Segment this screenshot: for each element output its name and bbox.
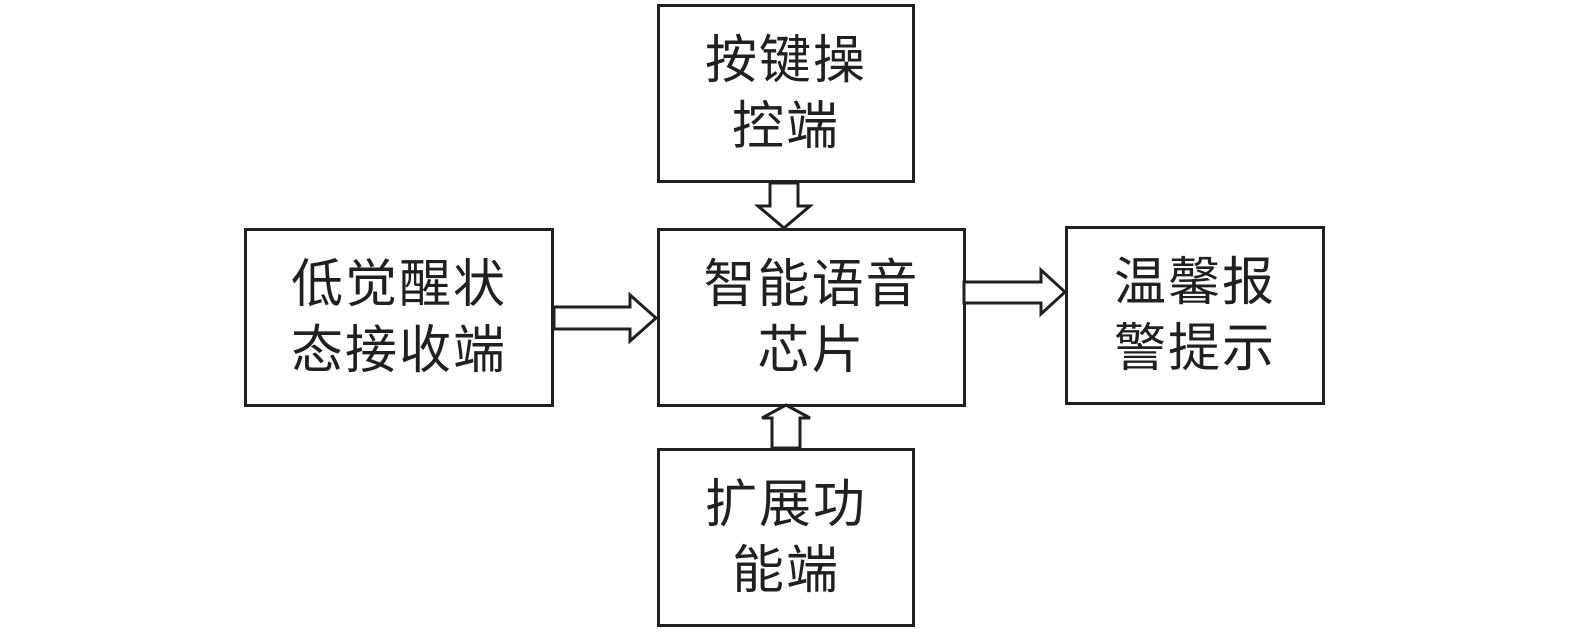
keyboard-control-node: 按键操 控端 [657,4,915,183]
keyboard-control-label-line1: 按键操 [704,30,867,91]
receiver-node: 低觉醒状 态接收端 [244,228,554,407]
voice-chip-node: 智能语音 芯片 [657,228,966,407]
alarm-label-line1: 温馨报 [1113,252,1276,313]
arrow-receiver-to-chip [552,291,659,345]
arrow-chip-to-alarm [962,266,1068,318]
expansion-label-line1: 扩展功 [704,474,867,535]
alarm-node: 温馨报 警提示 [1065,226,1325,405]
arrow-keyboard-to-chip [753,181,815,230]
arrow-expansion-to-chip [761,403,811,450]
expansion-node: 扩展功 能端 [657,448,915,627]
receiver-label-line2: 态接收端 [290,320,507,381]
voice-chip-label-line2: 芯片 [757,320,866,381]
voice-chip-label-line1: 智能语音 [703,254,920,315]
keyboard-control-label-line2: 控端 [731,96,840,157]
expansion-label-line2: 能端 [731,540,840,601]
receiver-label-line1: 低觉醒状 [290,254,507,315]
alarm-label-line2: 警提示 [1113,318,1276,379]
